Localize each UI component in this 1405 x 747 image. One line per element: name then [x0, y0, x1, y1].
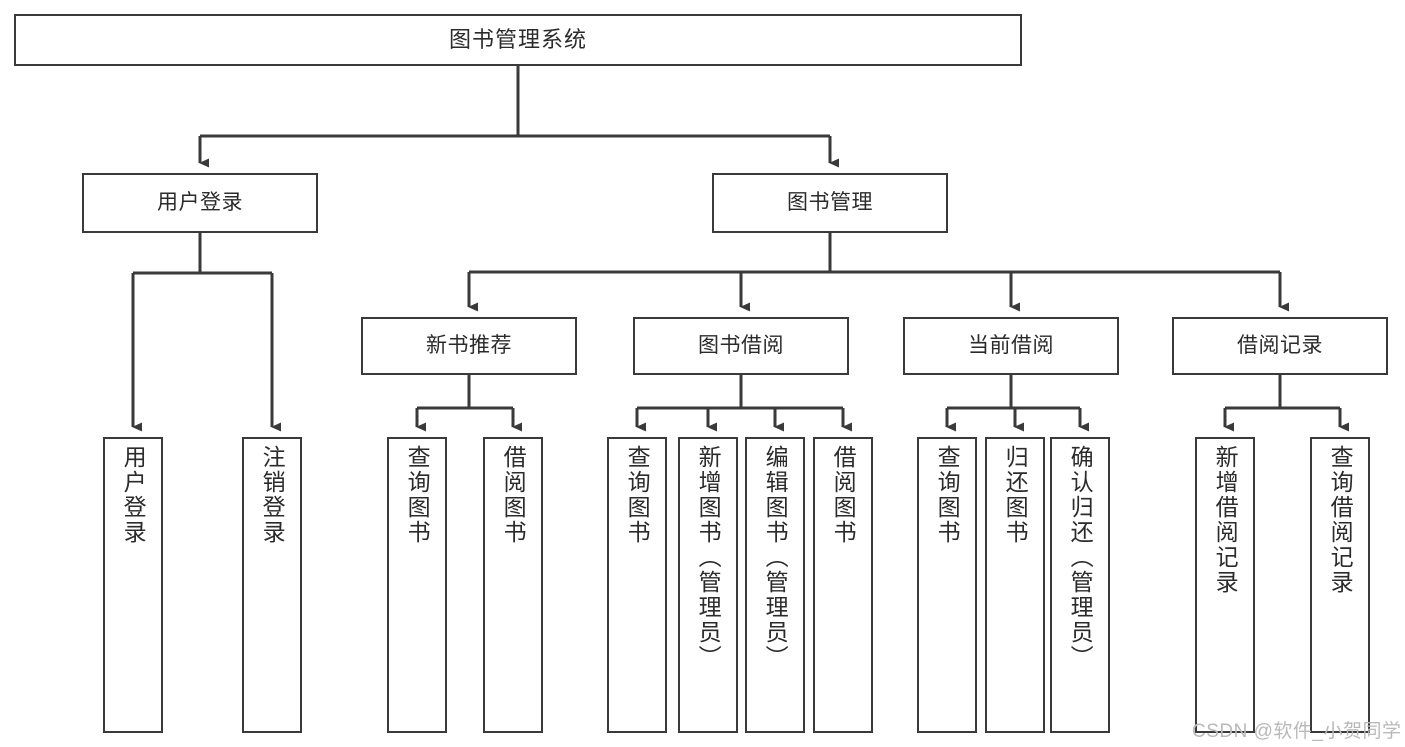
- node-leaf-query-book-1[interactable]: 查询图书: [387, 437, 447, 733]
- node-label: 查询图书: [404, 445, 431, 545]
- node-book-borrow[interactable]: 图书借阅: [633, 317, 849, 375]
- node-label: 图书管理: [787, 190, 873, 214]
- node-leaf-edit-book[interactable]: 编辑图书（管理员）: [745, 437, 805, 733]
- node-label: 新增借阅记录: [1212, 445, 1239, 595]
- node-label: 编辑图书（管理员）: [762, 445, 789, 670]
- node-leaf-borrow-book-2[interactable]: 借阅图书: [813, 437, 873, 733]
- node-label: 查询借阅记录: [1327, 445, 1354, 595]
- node-label: 查询图书: [624, 445, 651, 545]
- node-leaf-query-book-3[interactable]: 查询图书: [917, 437, 977, 733]
- node-leaf-add-book[interactable]: 新增图书（管理员）: [678, 437, 738, 733]
- node-label: 图书管理系统: [448, 27, 587, 53]
- node-leaf-query-book-2[interactable]: 查询图书: [607, 437, 667, 733]
- node-label: 图书借阅: [698, 333, 784, 357]
- node-label: 借阅图书: [830, 445, 857, 545]
- node-leaf-borrow-book-1[interactable]: 借阅图书: [483, 437, 543, 733]
- node-label: 确认归还（管理员）: [1067, 445, 1094, 670]
- node-label: 新增图书（管理员）: [695, 445, 722, 670]
- node-root-system[interactable]: 图书管理系统: [14, 14, 1022, 66]
- node-label: 借阅记录: [1237, 333, 1323, 357]
- node-leaf-return-book[interactable]: 归还图书: [985, 437, 1045, 733]
- node-label: 用户登录: [120, 445, 147, 545]
- node-leaf-user-login[interactable]: 用户登录: [103, 437, 163, 733]
- node-leaf-query-borrow-record[interactable]: 查询借阅记录: [1310, 437, 1370, 733]
- node-label: 新书推荐: [426, 333, 512, 357]
- node-label: 注销登录: [259, 445, 286, 545]
- node-leaf-user-logout[interactable]: 注销登录: [242, 437, 302, 733]
- node-user-login[interactable]: 用户登录: [82, 173, 318, 233]
- node-new-book-recommend[interactable]: 新书推荐: [361, 317, 577, 375]
- node-label: 归还图书: [1002, 445, 1029, 545]
- node-label: 借阅图书: [500, 445, 527, 545]
- node-leaf-add-borrow-record[interactable]: 新增借阅记录: [1195, 437, 1255, 733]
- node-label: 查询图书: [934, 445, 961, 545]
- node-leaf-confirm-return[interactable]: 确认归还（管理员）: [1050, 437, 1110, 733]
- node-label: 用户登录: [157, 190, 243, 214]
- node-borrow-record[interactable]: 借阅记录: [1172, 317, 1388, 375]
- node-label: 当前借阅: [968, 333, 1054, 357]
- node-book-manage[interactable]: 图书管理: [712, 173, 948, 233]
- node-current-borrow[interactable]: 当前借阅: [903, 317, 1119, 375]
- watermark-text: CSDN @软件_小贺同学: [1192, 721, 1402, 742]
